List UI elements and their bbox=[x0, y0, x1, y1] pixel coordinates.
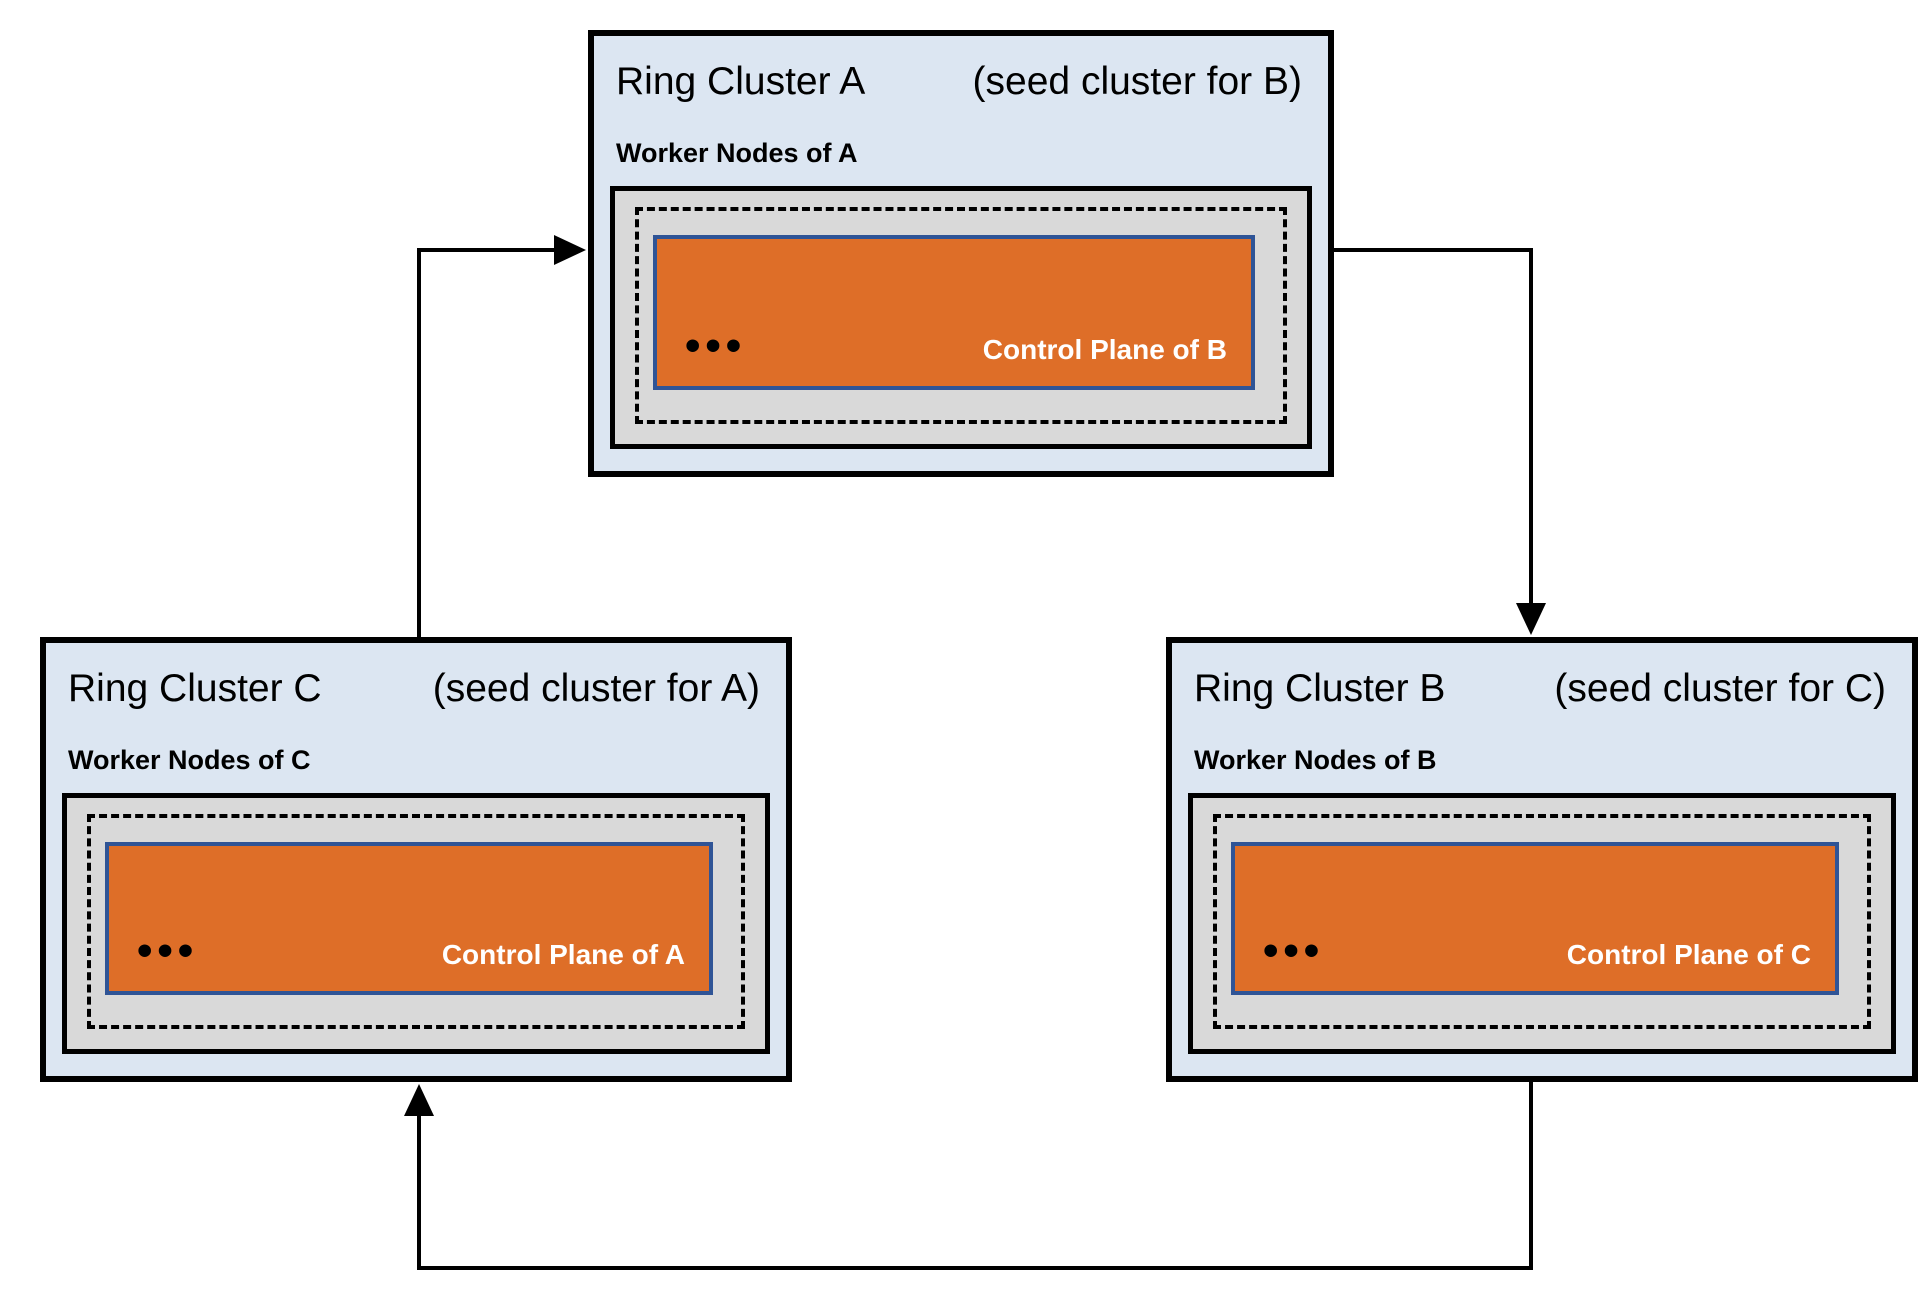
control-plane-of-b-label: Control Plane of B bbox=[982, 334, 1227, 365]
cluster-b-ellipsis-dots: ••• bbox=[1263, 926, 1325, 975]
cluster-a-subtitle: (seed cluster for B) bbox=[972, 60, 1302, 103]
ring-cluster-b-box: Ring Cluster B (seed cluster for C) Work… bbox=[1166, 637, 1918, 1082]
arrowhead-into-a bbox=[554, 235, 586, 265]
cluster-c-worker-nodes-box: ••• Control Plane of A bbox=[62, 793, 770, 1054]
cluster-b-subtitle: (seed cluster for C) bbox=[1554, 667, 1886, 710]
cluster-b-title: Ring Cluster B bbox=[1194, 667, 1446, 710]
cluster-b-worker-nodes-box: ••• Control Plane of C bbox=[1188, 793, 1896, 1054]
cluster-c-title: Ring Cluster C bbox=[68, 667, 322, 710]
cluster-b-worker-label: Worker Nodes of B bbox=[1194, 745, 1437, 775]
cluster-a-ellipsis-dots: ••• bbox=[685, 321, 747, 370]
control-plane-of-c-label: Control Plane of C bbox=[1566, 939, 1811, 970]
cluster-a-title-row: Ring Cluster A (seed cluster for B) bbox=[616, 60, 1302, 104]
cluster-a-worker-nodes-box: ••• Control Plane of B bbox=[610, 186, 1312, 449]
cluster-a-title: Ring Cluster A bbox=[616, 60, 866, 103]
cluster-b-dashed-region: ••• Control Plane of C bbox=[1213, 814, 1871, 1029]
cluster-c-worker-label: Worker Nodes of C bbox=[68, 745, 311, 775]
control-plane-of-a-label: Control Plane of A bbox=[441, 939, 685, 970]
arrowhead-into-b bbox=[1516, 603, 1546, 635]
control-plane-of-c-box: ••• Control Plane of C bbox=[1231, 842, 1839, 995]
cluster-c-ellipsis-dots: ••• bbox=[137, 926, 199, 975]
cluster-c-dashed-region: ••• Control Plane of A bbox=[87, 814, 745, 1029]
arrow-c-to-a bbox=[417, 235, 586, 637]
cluster-a-dashed-region: ••• Control Plane of B bbox=[635, 207, 1287, 424]
control-plane-of-a-box: ••• Control Plane of A bbox=[105, 842, 713, 995]
cluster-c-subtitle: (seed cluster for A) bbox=[432, 667, 760, 710]
control-plane-of-b-box: ••• Control Plane of B bbox=[653, 235, 1255, 390]
arrow-b-to-c bbox=[404, 1082, 1533, 1270]
cluster-b-title-row: Ring Cluster B (seed cluster for C) bbox=[1194, 667, 1886, 711]
cluster-c-title-row: Ring Cluster C (seed cluster for A) bbox=[68, 667, 760, 711]
ring-cluster-a-box: Ring Cluster A (seed cluster for B) Work… bbox=[588, 30, 1334, 477]
arrowhead-into-c bbox=[404, 1084, 434, 1116]
ring-cluster-c-box: Ring Cluster C (seed cluster for A) Work… bbox=[40, 637, 792, 1082]
cluster-a-worker-label: Worker Nodes of A bbox=[616, 138, 858, 168]
arrow-a-to-b bbox=[1334, 248, 1546, 635]
